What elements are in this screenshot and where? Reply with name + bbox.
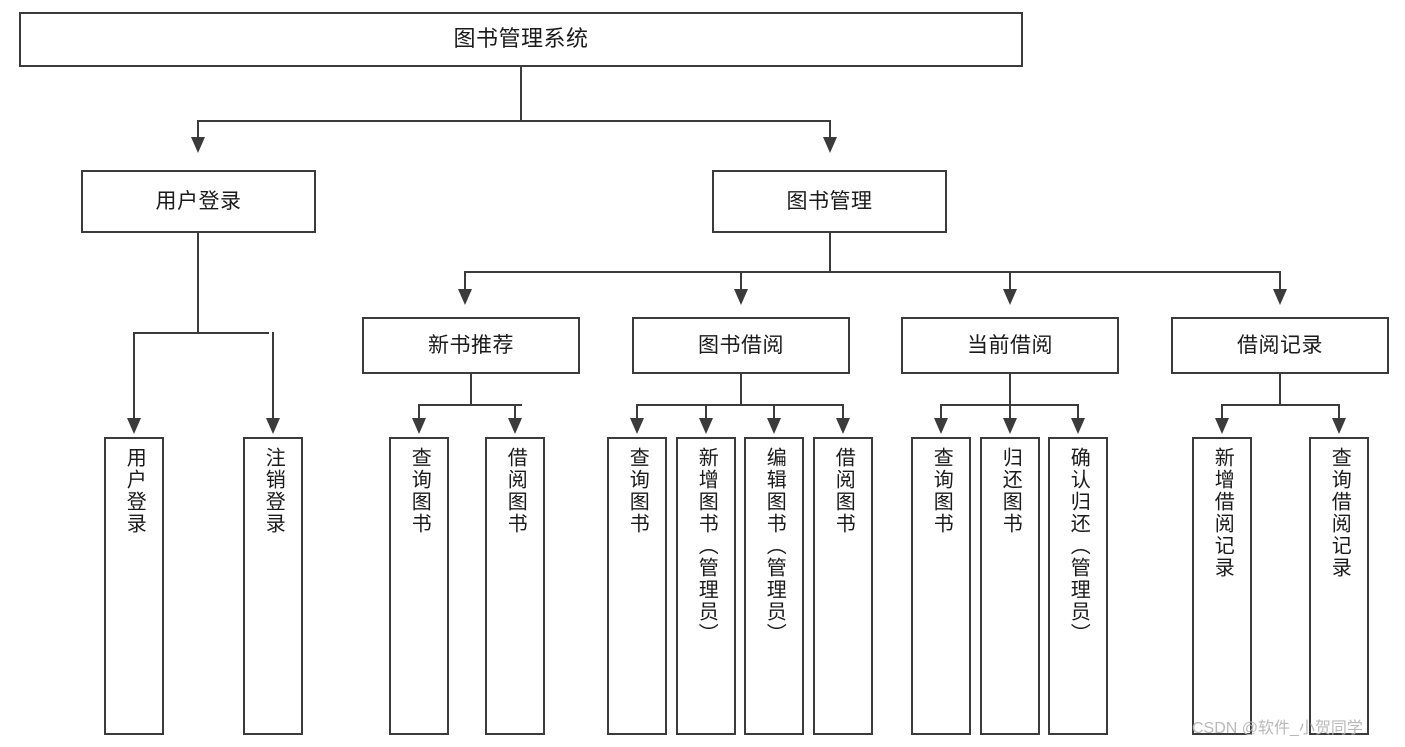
arrowhead-user-login [191,137,205,153]
node-label: 图书管理系统 [453,26,589,52]
edge-bb-drop-2 [705,404,707,420]
arrowhead-cb-leaf-1 [934,418,948,434]
edge-cb-drop-1 [940,404,942,420]
node-label: 图书管理 [786,189,873,213]
leaf-br-add-record[interactable]: 新增借阅记录 [1192,437,1252,735]
edge-br-drop-1 [1221,404,1223,420]
leaf-cb-return-book[interactable]: 归还图书 [980,437,1040,735]
node-label: 新书推荐 [428,333,514,357]
node-label: 用户登录 [155,189,242,213]
edge-user-login-drop-2 [272,332,274,420]
edge-to-current-borrow [1009,271,1011,291]
arrowhead-book-borrow [734,289,748,305]
node-label: 归还图书 [999,447,1022,535]
node-label: 查询图书 [626,447,649,535]
edge-current-borrow-stem [1009,374,1011,405]
edge-user-login-bus [133,332,269,334]
node-borrow-record[interactable]: 借阅记录 [1171,317,1389,374]
arrowhead-br-leaf-2 [1332,418,1346,434]
edge-to-book-management [829,120,831,139]
leaf-nb-borrow-book[interactable]: 借阅图书 [485,437,545,735]
arrowhead-book-management [823,137,837,153]
edge-to-borrow-record [1279,271,1281,291]
node-label: 查询图书 [408,447,431,535]
node-label: 当前借阅 [967,333,1053,357]
leaf-br-query-record[interactable]: 查询借阅记录 [1309,437,1369,735]
node-book-management[interactable]: 图书管理 [712,170,947,233]
arrowhead-cb-leaf-3 [1071,418,1085,434]
leaf-bb-query-book[interactable]: 查询图书 [607,437,667,735]
node-label: 用户登录 [123,447,146,535]
node-user-login[interactable]: 用户登录 [81,170,316,233]
node-book-borrow[interactable]: 图书借阅 [632,317,850,374]
node-label: 借阅图书 [504,447,527,535]
leaf-user-login[interactable]: 用户登录 [104,437,164,735]
edge-user-login-stem [197,233,199,333]
node-label: 确认归还（管理员） [1067,447,1090,645]
edge-br-drop-2 [1338,404,1340,420]
arrowhead-bb-leaf-4 [836,418,850,434]
edge-new-book-bus [418,404,522,406]
watermark: CSDN @软件_小贺同学 [1192,720,1363,737]
node-current-borrow[interactable]: 当前借阅 [901,317,1119,374]
edge-root-bus [197,120,831,122]
node-label: 借阅记录 [1237,333,1323,357]
arrowhead-new-book [458,289,472,305]
leaf-bb-borrow-book[interactable]: 借阅图书 [813,437,873,735]
node-label: 新增借阅记录 [1211,447,1234,579]
leaf-nb-query-book[interactable]: 查询图书 [389,437,449,735]
edge-new-book-stem [470,374,472,405]
edge-new-book-drop-1 [418,404,420,420]
edge-bb-drop-4 [842,404,844,420]
leaf-bb-edit-book-admin[interactable]: 编辑图书（管理员） [744,437,804,735]
node-label: 注销登录 [262,447,285,535]
arrowhead-nb-leaf-2 [508,418,522,434]
edge-to-book-borrow [740,271,742,291]
node-label: 借阅图书 [832,447,855,535]
arrowhead-bb-leaf-3 [767,418,781,434]
leaf-logout[interactable]: 注销登录 [243,437,303,735]
edge-user-login-drop-1 [133,332,135,420]
edge-cb-drop-2 [1009,404,1011,420]
edge-book-management-bus [464,271,1280,273]
node-label: 编辑图书（管理员） [763,447,786,645]
node-label: 查询借阅记录 [1328,447,1351,579]
edge-book-management-stem [829,233,831,272]
edge-borrow-record-stem [1279,374,1281,405]
edge-bb-drop-1 [636,404,638,420]
arrowhead-br-leaf-1 [1215,418,1229,434]
arrowhead-current-borrow [1003,289,1017,305]
arrowhead-bb-leaf-2 [699,418,713,434]
edge-bb-drop-3 [773,404,775,420]
edge-root-stem [520,67,522,121]
arrowhead-nb-leaf-1 [412,418,426,434]
node-book-management-system[interactable]: 图书管理系统 [19,12,1023,67]
edge-to-user-login [197,120,199,139]
arrowhead-leaf-logout [266,418,280,434]
leaf-cb-query-book[interactable]: 查询图书 [911,437,971,735]
node-label: 图书借阅 [698,333,784,357]
leaf-bb-add-book-admin[interactable]: 新增图书（管理员） [676,437,736,735]
edge-borrow-record-bus [1221,404,1338,406]
edge-new-book-drop-2 [514,404,516,420]
arrowhead-leaf-user-login [127,418,141,434]
node-label: 新增图书（管理员） [695,447,718,645]
edge-cb-drop-3 [1077,404,1079,420]
arrowhead-bb-leaf-1 [630,418,644,434]
edge-book-borrow-bus [636,404,844,406]
edge-to-new-book [464,271,466,291]
leaf-cb-confirm-return-admin[interactable]: 确认归还（管理员） [1048,437,1108,735]
edge-book-borrow-stem [740,374,742,405]
arrowhead-cb-leaf-2 [1003,418,1017,434]
arrowhead-borrow-record [1273,289,1287,305]
node-label: 查询图书 [930,447,953,535]
node-new-book-recommend[interactable]: 新书推荐 [362,317,580,374]
